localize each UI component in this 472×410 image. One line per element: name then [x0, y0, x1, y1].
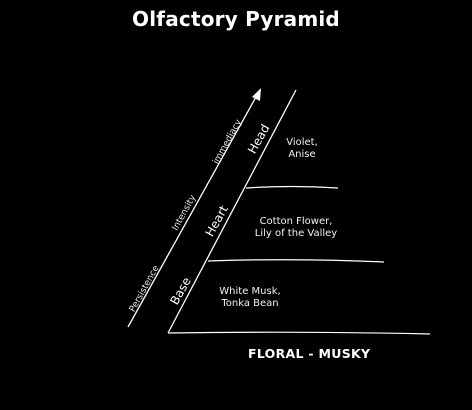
notes-head-line2: Anise	[288, 148, 316, 160]
notes-base-line2: Tonka Bean	[221, 297, 279, 309]
divider-heart-base	[207, 259, 385, 263]
notes-head: Violet, Anise	[272, 137, 332, 160]
divider-head-heart	[245, 185, 339, 189]
pyramid-side-line	[167, 89, 297, 334]
notes-heart-line1: Cotton Flower,	[259, 216, 333, 227]
axis-arrow-line	[127, 96, 257, 328]
axis-arrowhead	[252, 88, 261, 101]
page-title: Olfactory Pyramid	[132, 7, 340, 31]
notes-head-line1: Violet,	[286, 137, 318, 148]
notes-base-line1: White Musk,	[219, 286, 281, 297]
accord-label: FLORAL - MUSKY	[248, 346, 371, 361]
notes-heart: Cotton Flower, Lily of the Valley	[245, 216, 347, 239]
pyramid-base-line	[167, 331, 431, 335]
notes-base: White Musk, Tonka Bean	[210, 286, 290, 309]
notes-heart-line2: Lily of the Valley	[254, 227, 338, 239]
